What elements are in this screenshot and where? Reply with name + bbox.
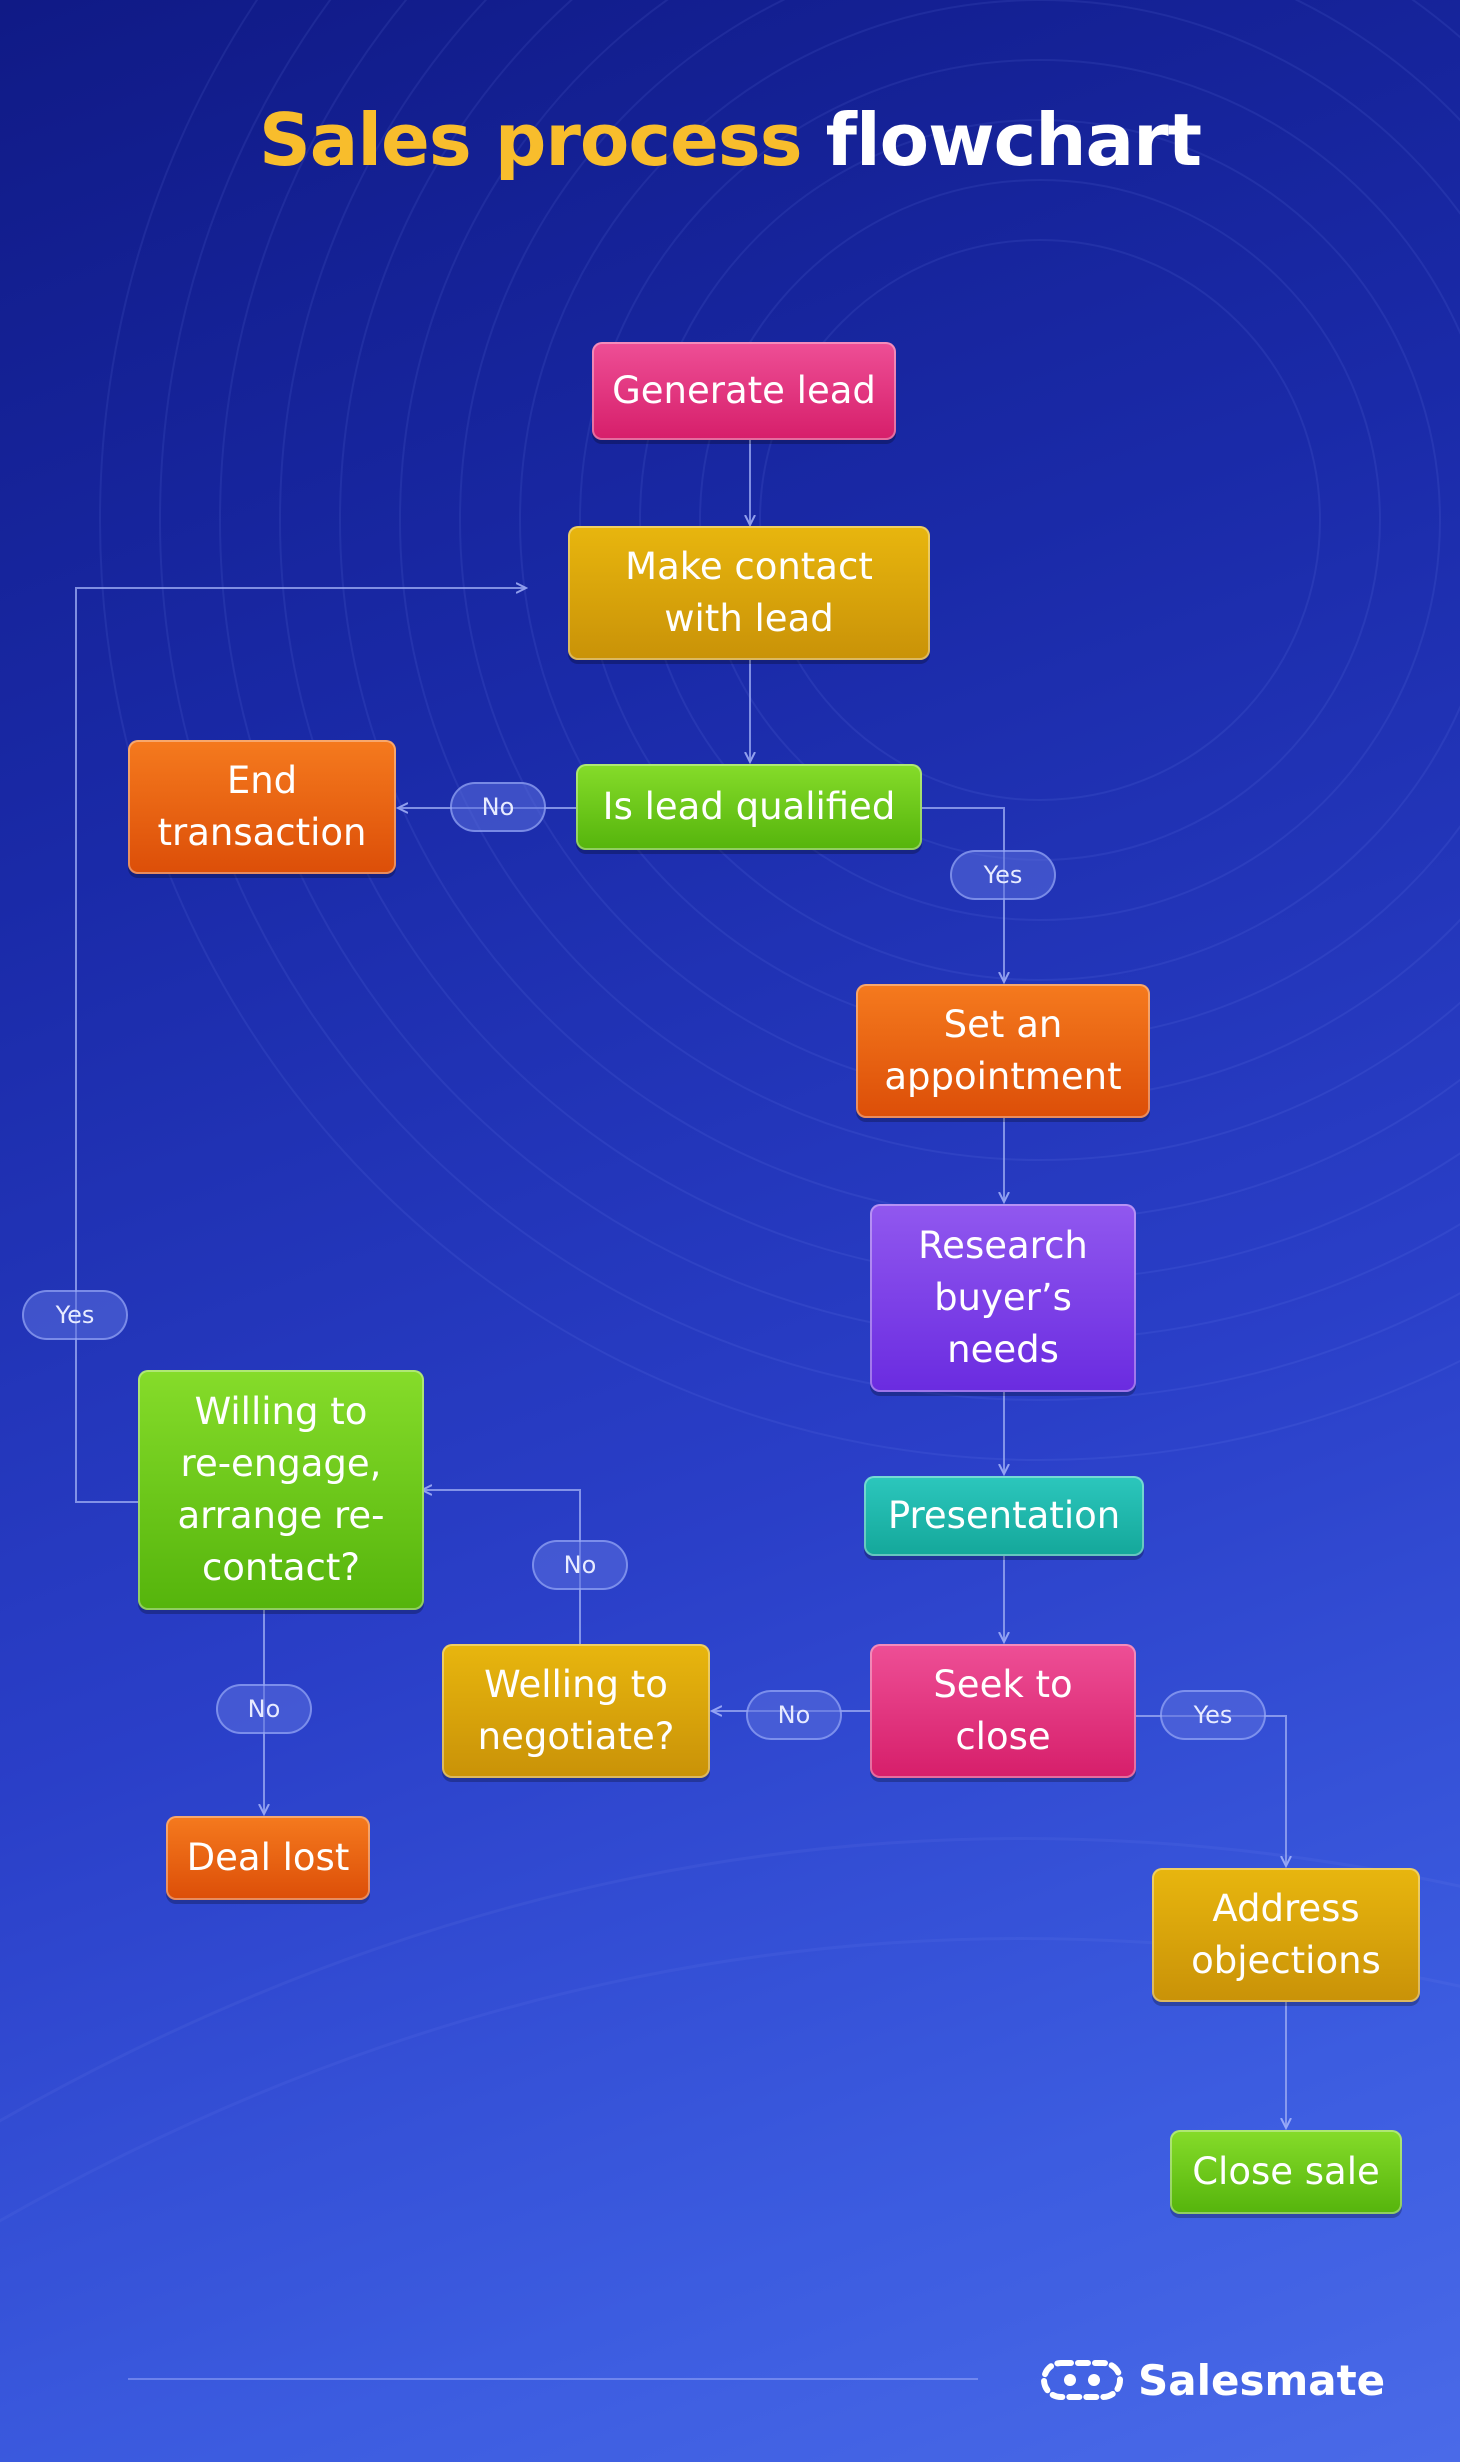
node-generate-lead: Generate lead: [592, 342, 896, 440]
salesmate-logo-icon: [1041, 2360, 1123, 2400]
edge-qualified-yes-appointment: [922, 807, 1004, 982]
node-set-appointment: Set an appointment: [856, 984, 1150, 1118]
node-research-needs: Research buyer’s needs: [870, 1204, 1136, 1392]
title-rest: flowchart: [825, 98, 1202, 182]
node-willing-to-reengage: Willing to re-engage, arrange re-contact…: [138, 1370, 424, 1610]
node-label: Is lead qualified: [602, 785, 896, 828]
node-label: Set an appointment: [884, 1003, 1122, 1098]
label-no-negotiate: No: [532, 1540, 628, 1590]
label-yes-close: Yes: [1160, 1690, 1266, 1740]
node-label: Close sale: [1192, 2150, 1380, 2193]
edge-reengage-yes-contact: [75, 588, 526, 1503]
node-make-contact: Make contact with lead: [568, 526, 930, 660]
node-close-sale: Close sale: [1170, 2130, 1402, 2214]
brand-name: Salesmate: [1138, 2355, 1386, 2405]
node-label: Address objections: [1191, 1887, 1381, 1982]
brand-logo: Salesmate: [1040, 2350, 1385, 2410]
label-no-close: No: [746, 1690, 842, 1740]
edge-negotiate-no-reengage: [422, 1490, 581, 1644]
node-label: Willing to re-engage, arrange re-contact…: [177, 1390, 385, 1589]
node-label: Deal lost: [186, 1836, 350, 1879]
node-label: End transaction: [157, 759, 367, 854]
page-title: Sales process flowchart: [0, 98, 1460, 182]
node-label: Research buyer’s needs: [918, 1224, 1088, 1371]
label-yes-reengage: Yes: [22, 1290, 128, 1340]
node-label: Make contact with lead: [625, 545, 873, 640]
node-seek-to-close: Seek to close: [870, 1644, 1136, 1778]
node-address-objections: Address objections: [1152, 1868, 1420, 2002]
title-highlight: Sales process: [258, 98, 803, 182]
node-presentation: Presentation: [864, 1476, 1144, 1556]
footer-divider: [128, 2378, 978, 2380]
node-willing-to-negotiate: Welling to negotiate?: [442, 1644, 710, 1778]
label-no-reengage: No: [216, 1684, 312, 1734]
node-label: Welling to negotiate?: [477, 1663, 675, 1758]
node-label: Generate lead: [612, 369, 876, 412]
node-deal-lost: Deal lost: [166, 1816, 370, 1900]
node-label: Presentation: [887, 1494, 1121, 1537]
label-no-qualified: No: [450, 782, 546, 832]
node-label: Seek to close: [933, 1663, 1073, 1758]
label-yes-qualified: Yes: [950, 850, 1056, 900]
node-is-lead-qualified: Is lead qualified: [576, 764, 922, 850]
node-end-transaction: End transaction: [128, 740, 396, 874]
